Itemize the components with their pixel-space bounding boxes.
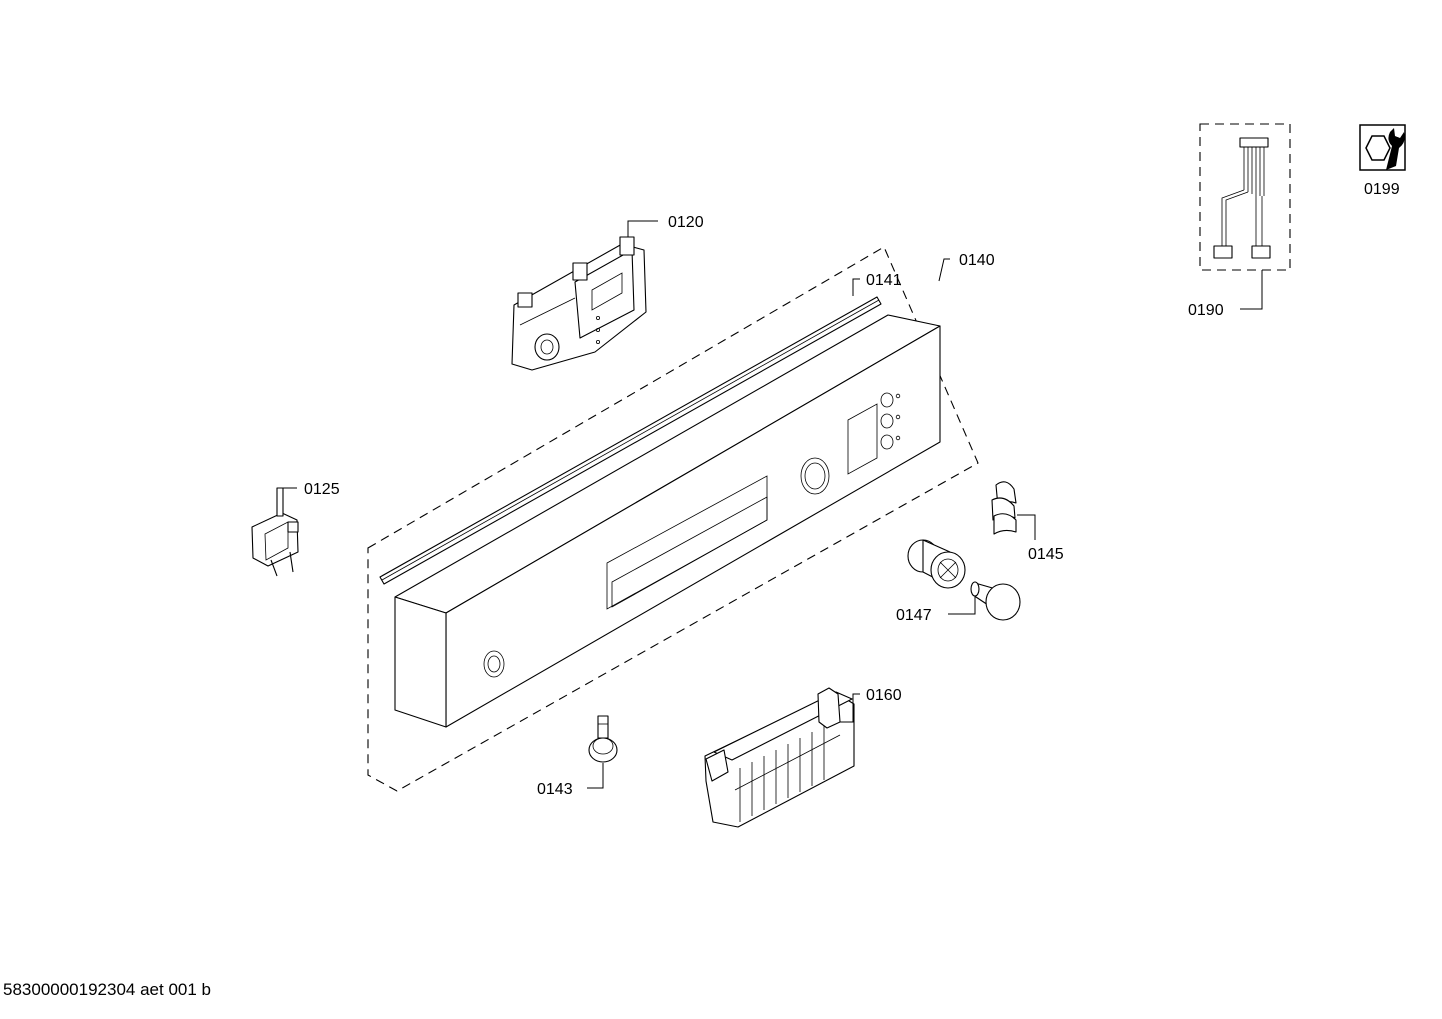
label-0125[interactable]: 0125 bbox=[304, 481, 340, 498]
label-0120[interactable]: 0120 bbox=[668, 214, 704, 231]
leader-0145 bbox=[1017, 514, 1036, 540]
leader-0190 bbox=[1240, 270, 1263, 310]
door-switch[interactable] bbox=[251, 487, 299, 577]
fascia-trim-strip[interactable] bbox=[379, 296, 882, 585]
control-panel-fascia[interactable] bbox=[394, 314, 941, 728]
button[interactable] bbox=[588, 715, 618, 763]
label-0147[interactable]: 0147 bbox=[896, 607, 932, 624]
push-buttons[interactable] bbox=[991, 481, 1017, 535]
leader-0143 bbox=[587, 763, 604, 789]
label-0145[interactable]: 0145 bbox=[1028, 546, 1064, 563]
leader-0120 bbox=[627, 220, 658, 237]
leader-0141 bbox=[852, 278, 860, 296]
wiring-harness[interactable] bbox=[1199, 123, 1291, 271]
drawing-reference-number: 58300000192304 aet 001 b bbox=[3, 980, 211, 999]
label-0140[interactable]: 0140 bbox=[959, 252, 995, 269]
fascia-assembly-outline bbox=[367, 246, 979, 792]
service-tool-icon bbox=[1359, 124, 1406, 171]
label-0141[interactable]: 0141 bbox=[866, 272, 902, 289]
door-handle-bracket[interactable] bbox=[704, 687, 855, 828]
label-0199[interactable]: 0199 bbox=[1364, 181, 1400, 198]
label-0190[interactable]: 0190 bbox=[1188, 302, 1224, 319]
leader-0147 bbox=[948, 597, 976, 615]
control-module[interactable] bbox=[511, 236, 647, 371]
leader-0140 bbox=[938, 258, 950, 282]
knob-and-cap[interactable] bbox=[907, 539, 1021, 621]
label-0143[interactable]: 0143 bbox=[537, 781, 573, 798]
label-0160[interactable]: 0160 bbox=[866, 687, 902, 704]
leader-0160 bbox=[840, 693, 860, 723]
